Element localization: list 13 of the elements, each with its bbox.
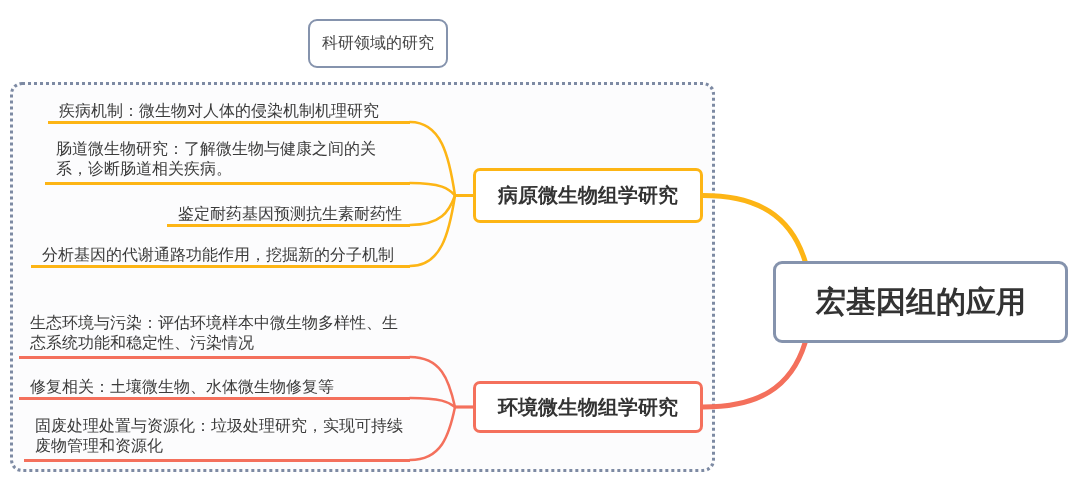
main-topic-box: 病原微生物组学研究 — [473, 168, 703, 223]
branch-connector — [408, 194, 475, 268]
subtopic: 肠道微生物研究：了解微生物与健康之间的关系，诊断肠道相关疾病。 — [45, 136, 410, 185]
subtopic: 修复相关：土壤微生物、水体微生物修复等 — [19, 374, 410, 400]
boundary-title: 科研领域的研究 — [308, 19, 448, 68]
subtopic: 固废处理处置与资源化：垃圾处理研究，实现可持续废物管理和资源化 — [24, 413, 410, 462]
central-topic-box: 宏基因组的应用 — [773, 261, 1068, 343]
subtopic: 生态环境与污染：评估环境样本中微生物多样性、生态系统功能和稳定性、污染情况 — [19, 310, 410, 359]
subtopic: 疾病机制：微生物对人体的侵染机制机理研究 — [48, 98, 410, 124]
subtopic: 分析基因的代谢通路功能作用，挖掘新的分子机制 — [31, 242, 410, 268]
subtopic: 鉴定耐药基因预测抗生素耐药性 — [167, 201, 410, 227]
branch-connector — [408, 405, 475, 462]
main-topic-box: 环境微生物组学研究 — [473, 381, 703, 433]
